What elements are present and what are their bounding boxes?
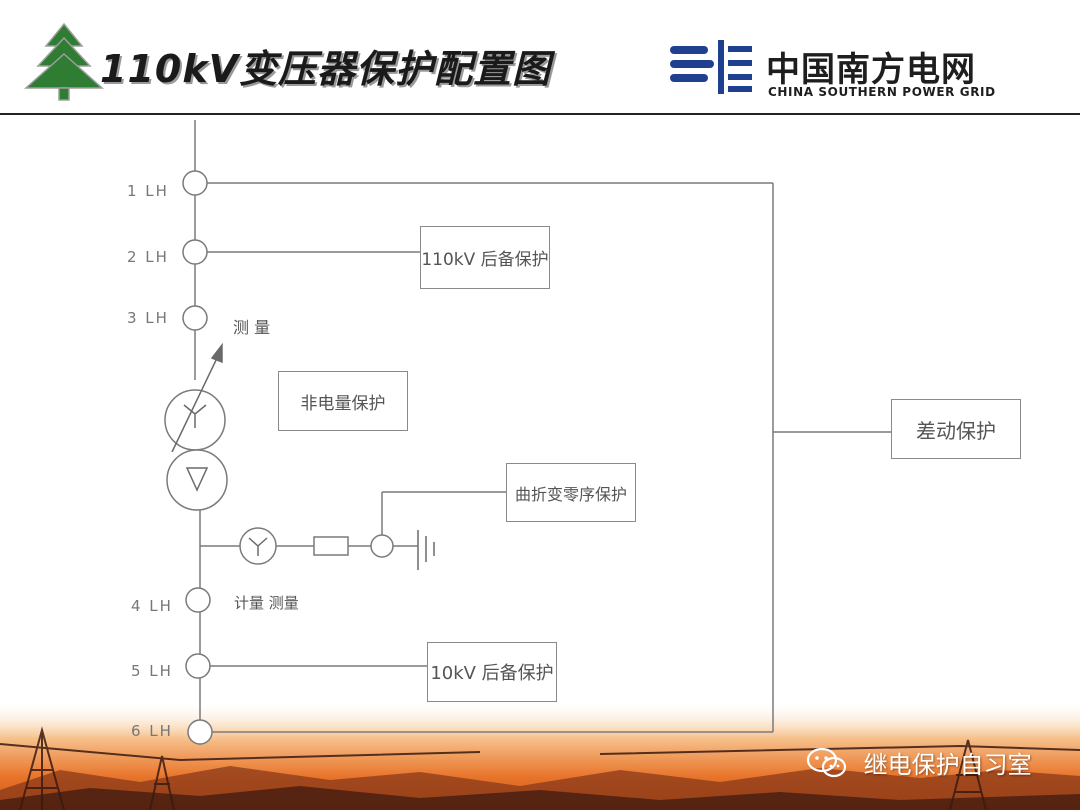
lv-backup-protection-box: 10kV 后备保护	[427, 642, 557, 702]
brand-name-chinese: 中国南方电网	[766, 50, 976, 90]
non-electric-protection-box: 非电量保护	[278, 371, 408, 431]
ct-label-2lh: 2 LH	[127, 248, 169, 266]
ct-label-5lh: 5 LH	[131, 662, 173, 680]
transformer-secondary-winding	[166, 449, 228, 511]
slide-header: 110kV变压器保护配置图 中国南方电网 CHINA SOUTHERN POWE…	[0, 0, 1080, 115]
header-divider	[0, 113, 1080, 115]
differential-protection-box: 差动保护	[891, 399, 1021, 459]
wye-symbol-small	[248, 537, 268, 556]
metering-label: 计量 测量	[234, 594, 299, 612]
sunset-transmission-tower-background	[0, 700, 1080, 810]
pine-tree-logo-icon	[24, 22, 104, 101]
ct-6lh	[187, 719, 213, 745]
zigzag-zero-sequence-protection-box: 曲折变零序保护	[506, 463, 636, 522]
ct-label-3lh: 3 LH	[127, 309, 169, 327]
tap-changer-arrow	[171, 355, 219, 453]
slide-title: 110kV变压器保护配置图	[100, 47, 552, 91]
wye-symbol	[183, 404, 207, 428]
neutral-ct	[370, 534, 394, 558]
delta-symbol	[185, 467, 209, 492]
ct-label-1lh: 1 LH	[127, 182, 169, 200]
ct-2lh	[182, 239, 208, 265]
brand-name-english: CHINA SOUTHERN POWER GRID	[768, 85, 996, 99]
wechat-icon	[806, 747, 847, 777]
ct-3lh	[182, 305, 208, 331]
hv-backup-protection-box: 110kV 后备保护	[420, 226, 550, 289]
ct-label-4lh: 4 LH	[131, 597, 173, 615]
ct-4lh	[185, 587, 211, 613]
ct-1lh	[182, 170, 208, 196]
watermark-text: 继电保护自习室	[863, 751, 1032, 779]
measure-label: 测 量	[233, 318, 271, 337]
ct-label-6lh: 6 LH	[131, 722, 173, 740]
ct-5lh	[185, 653, 211, 679]
china-southern-power-grid-logo-icon	[670, 40, 752, 94]
watermark: 继电保护自习室	[806, 745, 1032, 780]
neutral-resistor	[313, 536, 349, 556]
